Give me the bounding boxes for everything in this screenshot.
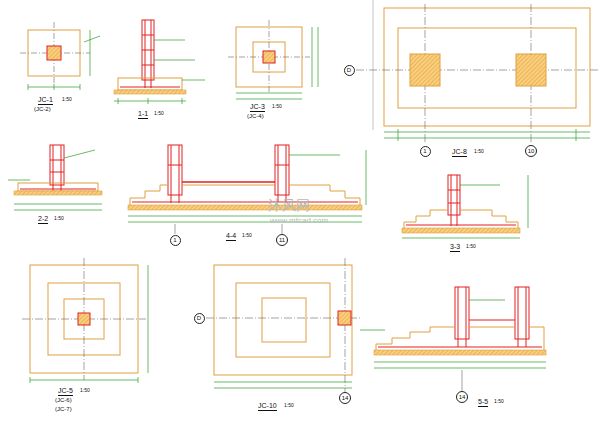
jc3-plan xyxy=(228,20,318,99)
axis-number: 14 xyxy=(342,395,349,401)
watermark-url: www.mfcad.com xyxy=(270,217,328,225)
section-title: 4-4 xyxy=(226,232,236,241)
axis-number: 10 xyxy=(528,148,535,154)
scale-note: 1:50 xyxy=(154,111,164,116)
scale-note: 1:50 xyxy=(242,233,252,238)
axis-number: 1 xyxy=(423,148,426,154)
scale-note: 1:50 xyxy=(54,216,64,221)
axis-bubble: 14 xyxy=(339,392,351,404)
section-title: 3-3 xyxy=(450,243,460,252)
drawing-subtitle: (JC-7) xyxy=(55,406,72,412)
axis-number: D xyxy=(197,315,201,321)
axis-bubble: 1 xyxy=(420,146,431,157)
section-title: 2-2 xyxy=(38,215,48,224)
jc10-plan xyxy=(206,258,360,392)
section-3-3 xyxy=(402,175,528,238)
scale-note: 1:50 xyxy=(272,104,282,109)
scale-note: 1:50 xyxy=(62,97,72,102)
axis-bubble: D xyxy=(344,65,355,76)
axis-number: 1 xyxy=(173,237,176,243)
drawing-title: JC-10 xyxy=(258,402,277,411)
scale-note: 1:50 xyxy=(80,388,90,393)
jc5-plan xyxy=(22,258,148,383)
axis-bubble: D xyxy=(194,313,205,324)
scale-note: 1:50 xyxy=(466,244,476,249)
scale-note: 1:50 xyxy=(284,403,294,408)
section-5-5 xyxy=(360,287,546,391)
axis-bubble: 11 xyxy=(276,234,288,246)
jc8-plan xyxy=(356,0,598,144)
watermark: 沐风网 xyxy=(268,198,310,212)
drawing-title: JC-8 xyxy=(452,148,467,157)
section-4-4 xyxy=(128,145,366,234)
axis-bubble: 14 xyxy=(456,391,468,403)
section-2-2 xyxy=(8,145,102,210)
drawing-title: JC-5 xyxy=(58,387,73,396)
drawing-subtitle: (JC-2) xyxy=(34,106,51,112)
axis-bubble: 1 xyxy=(170,235,181,246)
axis-number: 11 xyxy=(279,237,285,243)
drawing-subtitle: (JC-4) xyxy=(247,113,264,119)
axis-number: D xyxy=(347,67,351,73)
drawing-title: JC-3 xyxy=(250,103,265,112)
drawing-title: JC-1 xyxy=(38,96,53,105)
section-title: 5-5 xyxy=(478,398,488,407)
drawing-subtitle: (JC-6) xyxy=(55,397,72,403)
section-title: 1-1 xyxy=(138,110,148,119)
scale-note: 1:50 xyxy=(494,399,504,404)
scale-note: 1:50 xyxy=(474,149,484,154)
jc1-plan xyxy=(20,22,100,90)
section-1-1 xyxy=(114,20,205,104)
axis-bubble: 10 xyxy=(525,145,537,157)
axis-number: 14 xyxy=(459,394,466,400)
